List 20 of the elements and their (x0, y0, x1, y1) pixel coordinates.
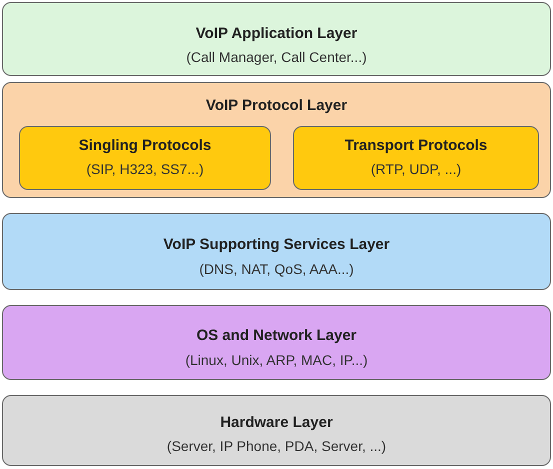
layer-examples: (Server, IP Phone, PDA, Server, ...) (166, 438, 386, 454)
protocol-box (19, 126, 271, 190)
layer-title: VoIP Supporting Services Layer (163, 236, 390, 253)
layer-examples: (SIP, H323, SS7...) (86, 161, 204, 177)
layer-title: Singling Protocols (78, 137, 212, 154)
network-layer-box (2, 305, 551, 380)
layer-title: VoIP Application Layer (196, 25, 358, 42)
layer-title: OS and Network Layer (196, 327, 357, 344)
layer-title: VoIP Protocol Layer (206, 97, 348, 114)
services-layer-box (2, 213, 551, 290)
layer-title: Hardware Layer (220, 414, 333, 431)
layer-title: Transport Protocols (344, 137, 488, 154)
hardware-layer-box (2, 395, 551, 466)
layer-examples: (RTP, UDP, ...) (370, 161, 462, 177)
protocol-layer-box (2, 82, 551, 198)
protocol-box (293, 126, 539, 190)
layer-examples: (Call Manager, Call Center...) (186, 49, 367, 65)
layer-examples: (DNS, NAT, QoS, AAA...) (199, 261, 354, 277)
layer-examples: (Linux, Unix, ARP, MAC, IP...) (185, 352, 368, 368)
application-layer-box (2, 2, 551, 76)
